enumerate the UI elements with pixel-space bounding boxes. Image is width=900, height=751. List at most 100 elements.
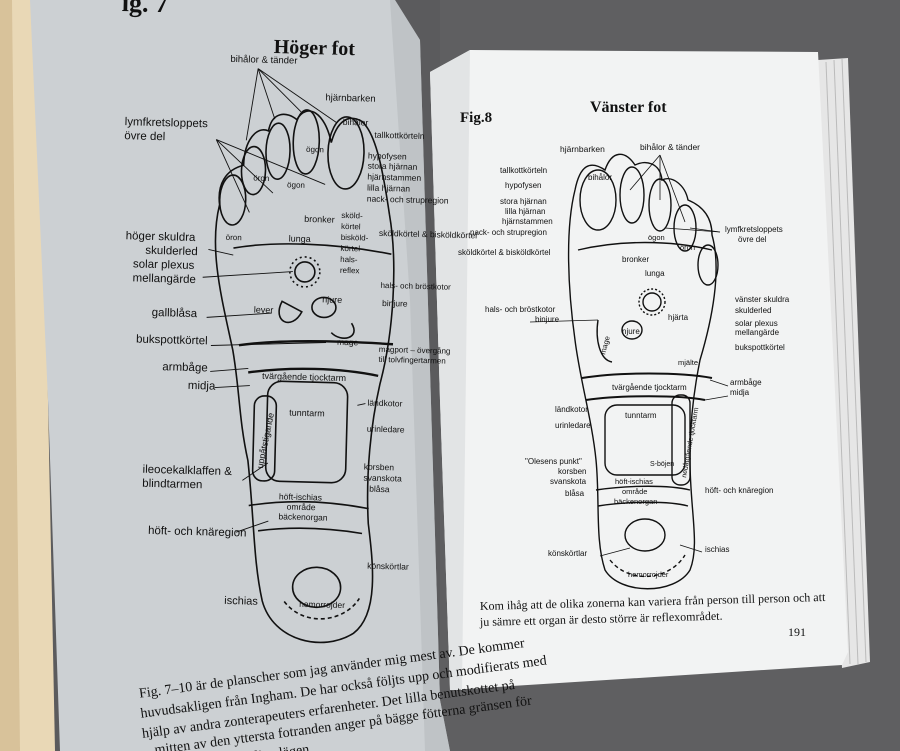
label-korsben: korsben (364, 462, 395, 473)
right-caption-line-2: ju sämre ett organ är desto större är re… (479, 609, 723, 629)
label-mellangarde: mellangärde (132, 272, 196, 286)
r-label-korsben: korsben (558, 467, 586, 476)
label-tallkottkorteln: tallkottkörteln (374, 130, 425, 141)
r-label-bronker: bronker (622, 255, 649, 264)
r-label-landkotor: ländkotor (555, 405, 588, 414)
r-label-lymf-2: övre del (738, 235, 767, 244)
label-hoft-1: höft-ischias (279, 491, 322, 502)
r-label-svanskota: svanskota (550, 477, 587, 486)
right-title: Vänster fot (590, 99, 667, 116)
r-label-bihalor: bihålor (588, 173, 612, 182)
r-label-tallkottkorteln: tallkottkörteln (500, 166, 547, 175)
left-page (30, 0, 450, 751)
label-kortel-2: körtel (340, 244, 360, 254)
label-binjure: binjure (382, 298, 408, 309)
right-fig-label: Fig.8 (460, 110, 492, 126)
r-label-stora-hjarnan: stora hjärnan (500, 197, 547, 206)
label-hjarnbarken: hjärnbarken (325, 92, 375, 104)
label-hoft-2: område (287, 502, 316, 513)
label-solar-plexus: solar plexus (133, 258, 195, 272)
r-label-hemorrojder: hemorrojder (628, 570, 669, 579)
label-reflex: reflex (340, 266, 360, 276)
label-hals-reflex: hals- (340, 255, 358, 264)
r-label-hoft-2: område (622, 487, 647, 496)
r-label-mjalte: mjälte (678, 358, 698, 367)
label-gallblasa: gallblåsa (152, 307, 198, 320)
label-hjarnstammen: hjärnstammen (367, 172, 421, 183)
r-label-urinledare: urinledare (555, 421, 591, 430)
r-label-skoldkortel: sköldkörtel & bisköldkörtel (458, 248, 551, 257)
label-tvargaende: tvärgående tjocktarm (262, 371, 346, 383)
label-skoldkortel: sköldkörtel & bisköldkörtel (379, 228, 478, 241)
r-label-ogon: ögon (648, 233, 665, 242)
r-label-nack-och-strupregion: nack- och strupregion (470, 228, 547, 237)
label-ogon-2: ögon (306, 145, 324, 154)
r-label-vanster-skuldra: vänster skuldra (735, 295, 790, 304)
label-lymf-1: lymfkretsloppets (125, 116, 209, 130)
r-label-hals-och-brostkotor: hals- och bröstkotor (485, 305, 556, 314)
label-oron: öron (253, 174, 269, 183)
r-label-hypofysen: hypofysen (505, 181, 541, 190)
right-foot-diagram (214, 109, 395, 644)
r-label-armbage: armbåge (730, 378, 762, 387)
r-label-bihalor-tander: bihålor & tänder (640, 142, 700, 152)
label-hoger-skuldra: höger skuldra (126, 230, 197, 244)
label-magport-1: magport – övergång (379, 345, 451, 356)
r-label-s-bojen: S-böjen (650, 461, 674, 468)
label-hemorrojder: hemorrojder (299, 599, 345, 610)
r-label-oron: öron (680, 243, 695, 252)
r-label-konskortlar: könskörtlar (548, 549, 587, 558)
label-oron-2: öron (226, 233, 242, 242)
r-label-mellangarde: mellangärde (735, 328, 780, 337)
label-stora-hjarnan: stora hjärnan (368, 161, 418, 172)
label-ileo-1: ileocekalklaffen & (142, 464, 232, 478)
label-hoft-och-knaregion: höft- och knäregion (148, 525, 247, 540)
r-label-binjure: binjure (535, 315, 560, 324)
left-foot-diagram (567, 153, 719, 590)
label-biskold: bisköld- (341, 233, 369, 243)
r-label-lilla-hjarnan: lilla hjärnan (505, 207, 545, 216)
label-hypofysen: hypofysen (368, 151, 407, 162)
label-hoft-3: bäckenorgan (278, 511, 328, 522)
r-label-hjarta: hjärta (668, 313, 689, 322)
label-ogon-1: ögon (287, 180, 305, 189)
label-lever: lever (254, 305, 274, 316)
label-lymf-2: övre del (124, 130, 165, 143)
label-mage: mage (337, 337, 359, 348)
r-label-njure: njure (622, 327, 640, 336)
label-bukspottkortel: bukspottkörtel (136, 334, 208, 348)
r-label-skulderled: skulderled (735, 306, 771, 315)
label-skold: sköld- (341, 211, 363, 221)
label-blasa: blåsa (369, 484, 390, 495)
r-label-hoft-3: bäckenorgan (614, 497, 657, 506)
label-midja: midja (188, 380, 216, 393)
right-page (430, 50, 848, 690)
label-armbage: armbåge (162, 361, 208, 374)
label-nack-och-strupregion: nack- och strupregion (367, 194, 449, 206)
r-label-lymf-1: lymfkretsloppets (725, 225, 783, 234)
left-leader-lines (202, 68, 366, 533)
label-hals-och-brostkotor: hals- och bröstkotor (380, 281, 451, 292)
r-label-hjarnstammen: hjärnstammen (502, 217, 553, 226)
r-label-blasa: blåsa (565, 489, 585, 498)
left-fig-label: ig. 7 (121, 0, 168, 18)
r-label-hoft-och-knaregion: höft- och knäregion (705, 486, 774, 495)
page-number: 191 (788, 625, 806, 639)
r-label-hoft-1: höft-ischias (615, 477, 653, 486)
r-label-midja: midja (730, 388, 750, 397)
left-body-line-5: farliga lägen (239, 742, 311, 751)
r-label-tunntarm: tunntarm (625, 411, 657, 420)
label-magport-2: till tolvfingertarmen (378, 355, 445, 366)
label-ileo-2: blindtarmen (142, 478, 202, 492)
label-konskortlar: könskörtlar (367, 561, 409, 572)
left-body-text: Fig. 7–10 är de planscher som jag använd… (138, 636, 547, 751)
label-bihalor: bihålor (343, 117, 369, 128)
r-label-hjarnbarken: hjärnbarken (560, 144, 605, 154)
label-landkotor: ländkotor (367, 398, 402, 409)
label-skulderled: skulderled (145, 245, 198, 258)
r-label-tvargaende: tvärgående tjocktarm (612, 383, 687, 392)
left-title: Höger fot (273, 36, 355, 60)
label-njure: njure (322, 294, 342, 305)
label-bihalor-tander: bihålor & tänder (230, 54, 297, 67)
